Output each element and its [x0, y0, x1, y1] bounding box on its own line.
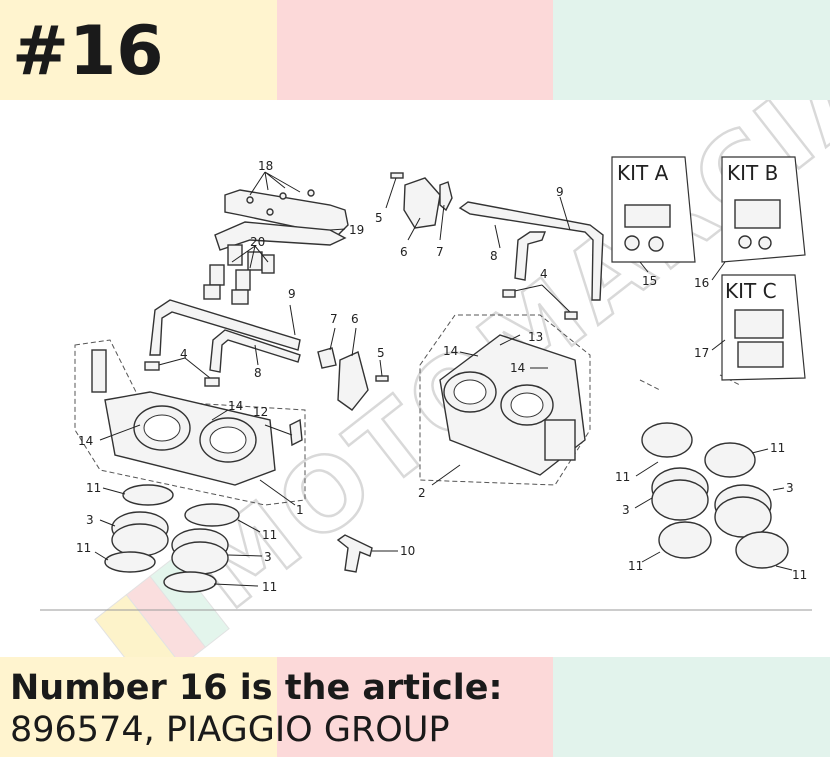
callout-6: 6 [400, 245, 408, 259]
callout-4: 4 [540, 267, 548, 281]
vacuum-hose-left [149, 299, 301, 373]
throttle-body-right-outline [419, 314, 591, 486]
callout-20: 20 [250, 235, 265, 249]
callout-2: 2 [418, 486, 426, 500]
callout-11: 11 [615, 470, 630, 484]
callout-11: 11 [770, 441, 785, 455]
callout-17: 17 [694, 346, 709, 360]
callout-8: 8 [254, 366, 262, 380]
callout-10: 10 [400, 544, 415, 558]
callout-11: 11 [86, 481, 101, 495]
header-band-mint [553, 0, 830, 100]
right-clamps-sleeves [641, 422, 789, 569]
callout-18: 18 [258, 159, 273, 173]
callout-11: 11 [262, 580, 277, 594]
throttle-body-right [439, 334, 586, 476]
callout-11: 11 [262, 528, 277, 542]
clamp-part [564, 311, 578, 320]
callout-7: 7 [330, 312, 338, 326]
fuel-rail-assembly [203, 189, 349, 305]
callout-14: 14 [78, 434, 93, 448]
callout-4: 4 [180, 347, 188, 361]
item-number-heading: #16 [12, 12, 164, 91]
footer-band-pink [277, 657, 553, 757]
callout-labels: 18 19 20 5 6 7 9 8 4 15 16 17 9 7 6 5 4 … [76, 159, 807, 594]
kit-b-label: KIT B [727, 161, 778, 185]
callout-1: 1 [296, 503, 304, 517]
callout-14: 14 [443, 344, 458, 358]
callout-19: 19 [349, 223, 364, 237]
callout-7: 7 [436, 245, 444, 259]
kit-b-box: KIT B [721, 156, 806, 263]
left-clamps-sleeves [104, 484, 240, 593]
callout-8: 8 [490, 249, 498, 263]
callout-15: 15 [642, 274, 657, 288]
clamp-part [204, 377, 220, 387]
callout-14: 14 [510, 361, 525, 375]
hose-fitting-10 [336, 534, 373, 573]
article-caption-detail: 896574, PIAGGIO GROUP [10, 710, 450, 750]
header-band-pink [277, 0, 553, 100]
exploded-parts-diagram: MOTOMARCIA [40, 100, 830, 657]
throttle-body-left-outline [74, 339, 306, 506]
callout-3: 3 [86, 513, 94, 527]
callout-14: 14 [228, 399, 243, 413]
callout-12: 12 [253, 405, 268, 419]
article-caption-title: Number 16 is the article: [10, 668, 503, 708]
callout-3: 3 [622, 503, 630, 517]
callout-3: 3 [264, 550, 272, 564]
kit-c-box: KIT C [721, 274, 806, 381]
footer-band-mint [553, 657, 830, 757]
footer-band-yellow [0, 657, 277, 757]
clamp-part [502, 289, 516, 298]
callout-9: 9 [288, 287, 296, 301]
callout-13: 13 [528, 330, 543, 344]
callout-6: 6 [351, 312, 359, 326]
kit-c-label: KIT C [725, 279, 777, 303]
sensor-top-center [390, 172, 453, 229]
clamp-part [144, 361, 160, 371]
throttle-body-left [91, 349, 303, 486]
header-band-yellow [0, 0, 277, 100]
callout-16: 16 [694, 276, 709, 290]
callout-9: 9 [556, 185, 564, 199]
callout-11: 11 [628, 559, 643, 573]
callout-11: 11 [792, 568, 807, 582]
callout-5: 5 [377, 346, 385, 360]
callout-5: 5 [375, 211, 383, 225]
vacuum-hose-right [458, 201, 604, 301]
kit-a-label: KIT A [617, 161, 669, 185]
kit-a-box: KIT A [611, 156, 696, 263]
callout-11: 11 [76, 541, 91, 555]
callout-3: 3 [786, 481, 794, 495]
